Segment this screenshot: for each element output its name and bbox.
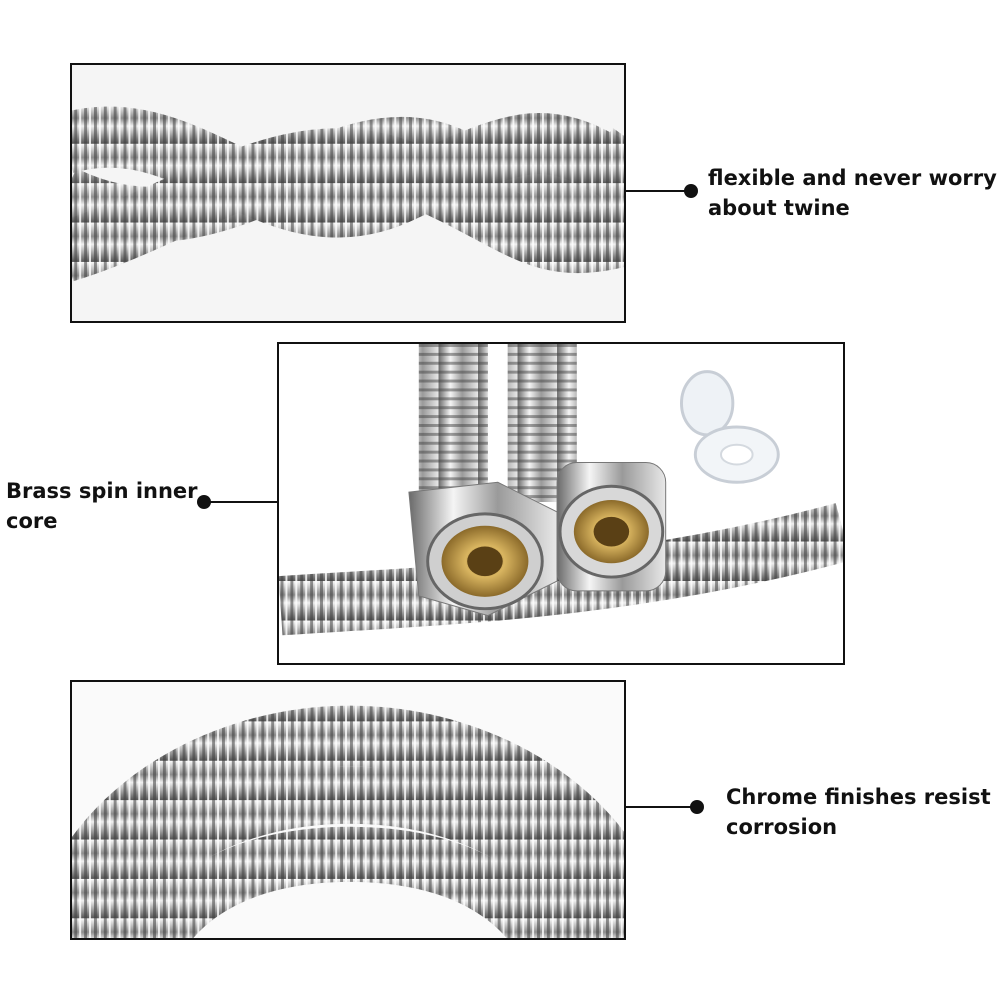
feature-label-flexible: flexible and never worry about twine bbox=[708, 166, 997, 220]
callout-line-2 bbox=[205, 501, 277, 503]
feature-label-chrome: Chrome finishes resist corrosion bbox=[726, 785, 991, 839]
twisted-hose-illustration bbox=[72, 65, 624, 321]
callout-line-3 bbox=[626, 806, 698, 808]
twisted-hose-image bbox=[70, 63, 626, 323]
callout-dot-3 bbox=[690, 800, 704, 814]
brass-fittings-image bbox=[277, 342, 845, 665]
callout-dot-1 bbox=[684, 184, 698, 198]
fittings-illustration bbox=[279, 344, 843, 663]
coiled-hose-image bbox=[70, 680, 626, 940]
feature-label-brass-core: Brass spin inner core bbox=[6, 479, 198, 533]
callout-dot-2 bbox=[197, 495, 211, 509]
coiled-hose-illustration bbox=[72, 682, 624, 938]
callout-line-1 bbox=[626, 190, 692, 192]
